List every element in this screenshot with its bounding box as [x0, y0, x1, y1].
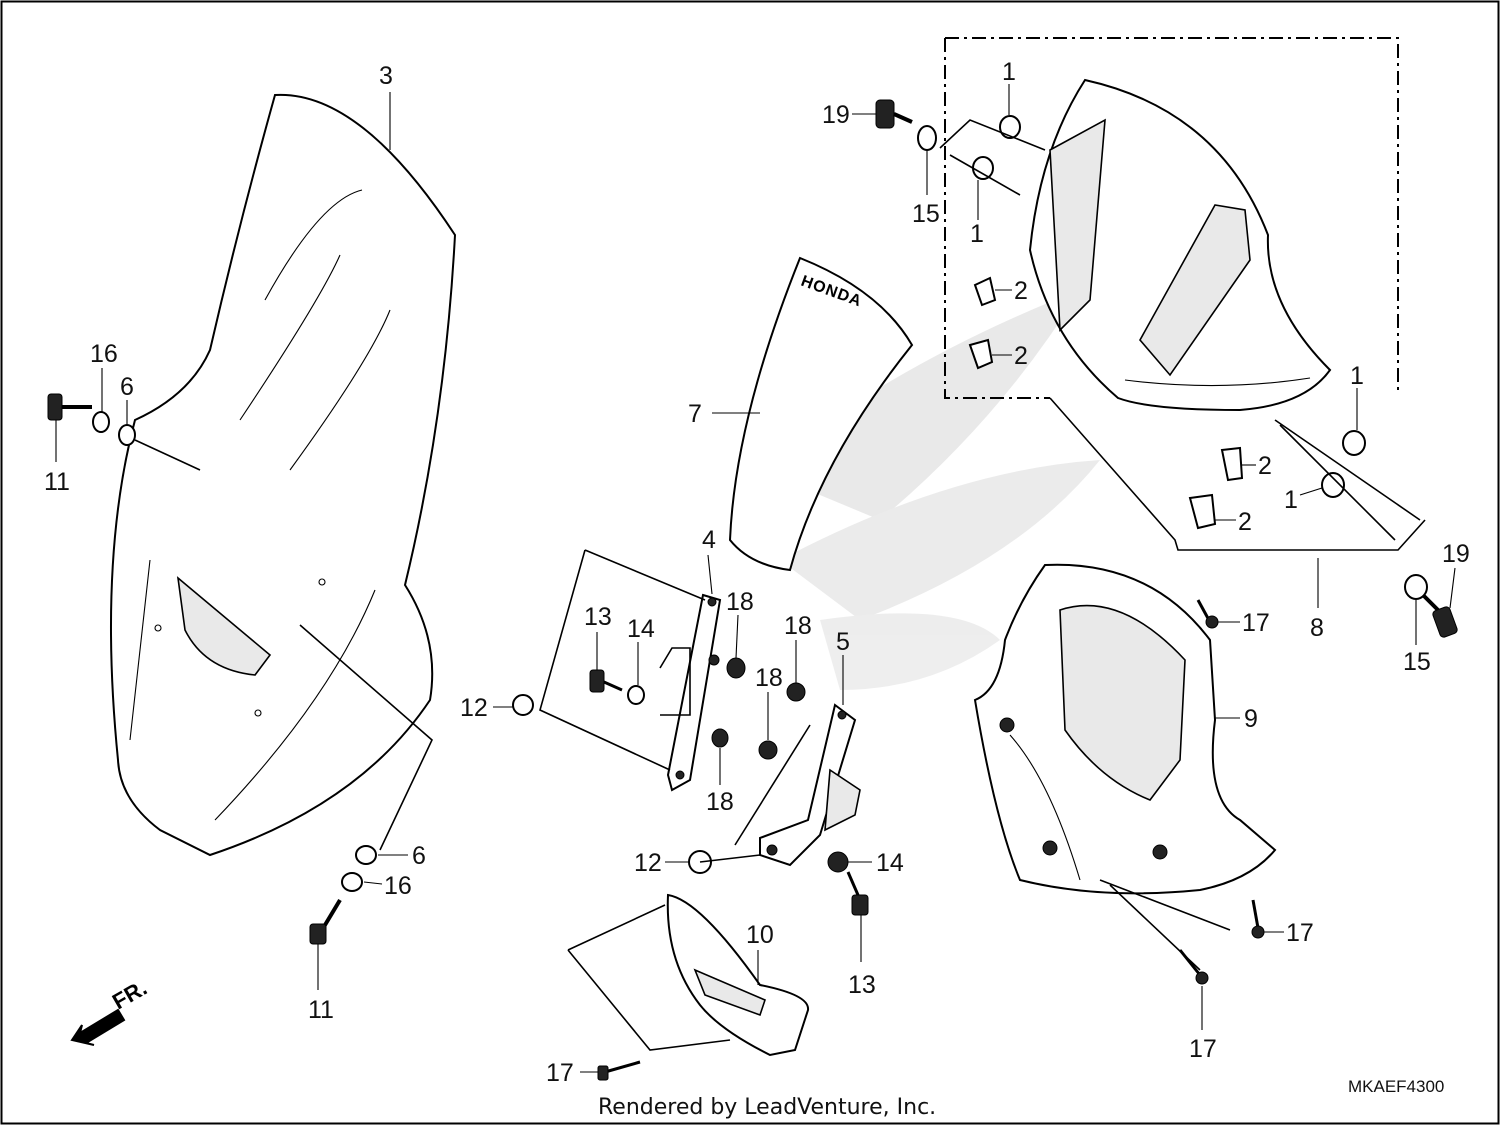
callout-16: 16: [384, 872, 412, 900]
emblem-panel-part: HONDA: [728, 256, 914, 572]
upper-cowl-8-part: [944, 37, 1426, 551]
callout-labels: 3 16 6 11 6 16 11 7 4 18 13 14 12 18 18 …: [44, 58, 1470, 1087]
callout-12: 12: [634, 849, 662, 877]
callout-1: 1: [1284, 486, 1298, 514]
callout-18: 18: [784, 612, 812, 640]
callout-8: 8: [1310, 614, 1324, 642]
callout-17: 17: [1242, 609, 1270, 637]
callout-6: 6: [412, 842, 426, 870]
callout-11: 11: [44, 468, 70, 496]
callout-5: 5: [836, 628, 850, 656]
callout-12: 12: [460, 694, 488, 722]
callout-15: 15: [1403, 648, 1431, 676]
callout-2: 2: [1014, 277, 1028, 305]
callout-7: 7: [688, 400, 702, 428]
callout-18: 18: [755, 664, 783, 692]
callout-4: 4: [702, 526, 716, 554]
windscreen-part: [110, 93, 457, 857]
callout-6: 6: [120, 373, 134, 401]
callout-19: 19: [1442, 540, 1470, 568]
callout-14: 14: [627, 615, 655, 643]
diagram-code: MKAEF4300: [1348, 1077, 1444, 1096]
callout-1: 1: [1002, 58, 1016, 86]
callout-16: 16: [90, 340, 118, 368]
front-indicator-label: FR.: [108, 975, 151, 1014]
callout-13: 13: [584, 603, 612, 631]
callout-13: 13: [848, 971, 876, 999]
callout-3: 3: [379, 62, 393, 90]
callout-10: 10: [746, 921, 774, 949]
footer-credit: Rendered by LeadVenture, Inc.: [598, 1095, 936, 1120]
callout-1: 1: [970, 220, 984, 248]
callout-18: 18: [726, 588, 754, 616]
bolt-11-upper: [47, 393, 201, 471]
watermark-logo: [760, 290, 1100, 690]
bracket-4-part: [539, 549, 722, 792]
callout-17: 17: [1286, 919, 1314, 947]
callout-19: 19: [822, 101, 850, 129]
callout-17: 17: [546, 1059, 574, 1087]
callout-2: 2: [1258, 452, 1272, 480]
callout-1: 1: [1350, 362, 1364, 390]
bolt-11-lower: [299, 624, 433, 945]
callout-15: 15: [912, 200, 940, 228]
lower-cover-10-part: [567, 893, 810, 1081]
callout-2: 2: [1014, 342, 1028, 370]
fasteners-upper-cowl: [875, 99, 1458, 638]
inner-panel-9-part: [973, 563, 1277, 985]
bracket-5-part: [688, 682, 869, 916]
callout-18: 18: [706, 788, 734, 816]
callout-17: 17: [1189, 1035, 1217, 1063]
callout-2: 2: [1238, 508, 1252, 536]
callout-11: 11: [308, 996, 334, 1024]
callout-9: 9: [1244, 705, 1258, 733]
front-arrow-icon: FR.: [70, 975, 151, 1046]
fasteners-bracket-4: [512, 657, 746, 748]
leader-lines: [55, 84, 1456, 1073]
callout-14: 14: [876, 849, 904, 877]
